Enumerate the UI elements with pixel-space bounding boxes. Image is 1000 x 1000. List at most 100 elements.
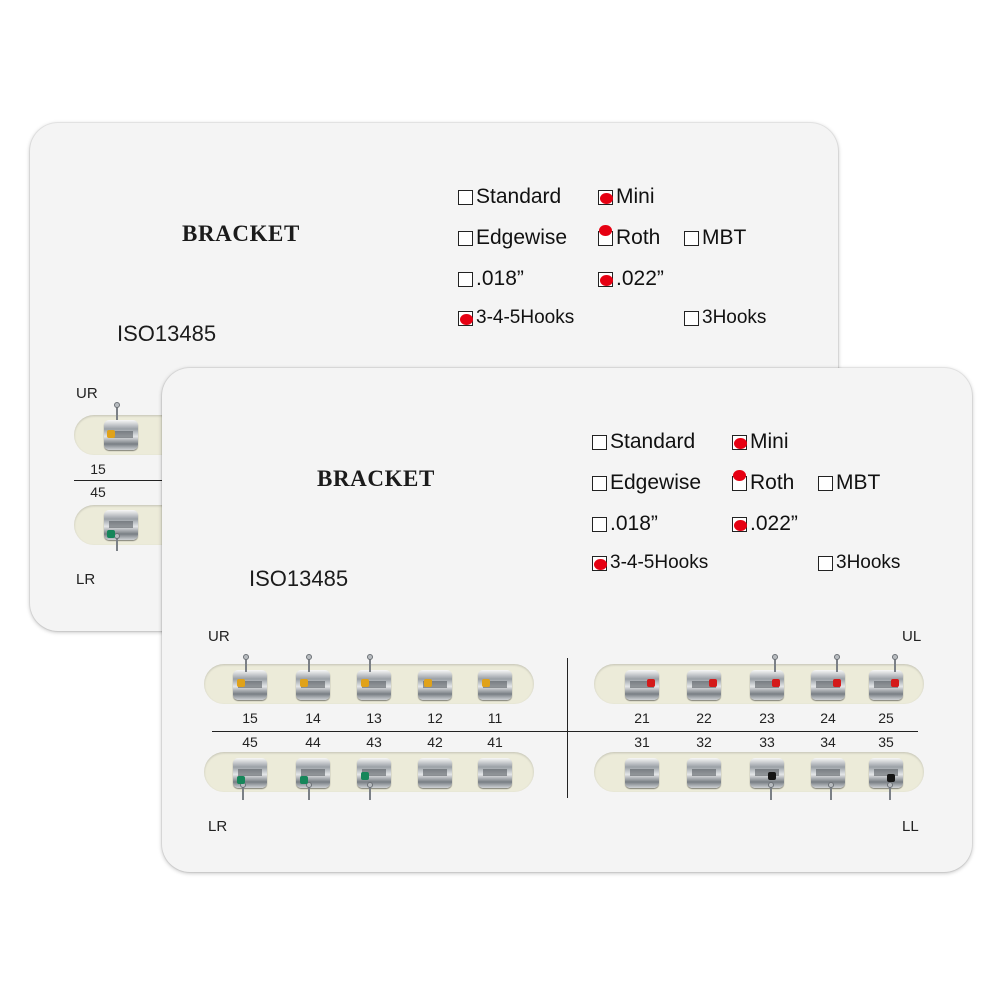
option-345-hooks: 3-4-5Hooks	[458, 307, 574, 329]
tooth-number: 11	[487, 710, 503, 726]
option-022: .022”	[598, 267, 664, 291]
hook-icon	[367, 654, 373, 672]
option-mini: Mini	[732, 430, 789, 454]
color-marker-icon	[709, 679, 717, 687]
options-checklist: Standard Mini Edgewise Roth MBT .018” .0…	[592, 430, 972, 600]
tooth-number: 41	[487, 734, 503, 750]
color-marker-icon	[300, 776, 308, 784]
bracket-icon	[478, 758, 512, 788]
tooth-number: 23	[759, 710, 775, 726]
tooth-number: 12	[427, 710, 443, 726]
option-mbt: MBT	[684, 226, 746, 250]
checked-box-icon	[732, 516, 747, 532]
hook-icon	[243, 654, 249, 672]
option-018: .018”	[592, 512, 658, 536]
option-3-hooks: 3Hooks	[818, 552, 900, 574]
option-label: .018”	[476, 267, 524, 290]
checkbox-icon	[818, 475, 833, 491]
quadrant-label-upper-right: UR	[76, 385, 98, 402]
bracket-icon	[625, 670, 659, 700]
checkbox-icon	[592, 516, 607, 532]
tooth-number: 35	[878, 734, 894, 750]
color-marker-icon	[107, 530, 115, 538]
bracket-icon	[478, 670, 512, 700]
tooth-number: 14	[305, 710, 321, 726]
hook-icon	[887, 782, 893, 800]
bracket-icon	[625, 758, 659, 788]
bracket-icon	[418, 758, 452, 788]
bracket-icon	[418, 670, 452, 700]
quadrant-label-lower-right: LR	[208, 818, 228, 835]
option-label: Standard	[476, 185, 562, 208]
option-label: .022”	[750, 512, 798, 535]
color-marker-icon	[647, 679, 655, 687]
checkbox-icon	[684, 310, 699, 326]
color-marker-icon	[887, 774, 895, 782]
tooth-number: 15	[90, 461, 106, 477]
horizontal-divider-line	[212, 731, 918, 732]
option-label: .022”	[616, 267, 664, 290]
option-mbt: MBT	[818, 471, 880, 495]
option-label: 3-4-5Hooks	[476, 307, 575, 328]
checkbox-icon	[458, 230, 473, 246]
quadrant-label-upper-right: UR	[208, 628, 230, 645]
option-label: MBT	[702, 226, 747, 249]
tooth-number: 33	[759, 734, 775, 750]
checkbox-icon	[592, 434, 607, 450]
option-018: .018”	[458, 267, 524, 291]
option-label: Mini	[616, 185, 655, 208]
bracket-icon	[750, 758, 784, 788]
checked-box-icon	[598, 189, 613, 205]
option-label: 3Hooks	[702, 307, 767, 328]
checkbox-icon	[592, 475, 607, 491]
vertical-divider-line	[567, 658, 568, 798]
certification-label: ISO13485	[249, 566, 349, 591]
checked-box-icon	[598, 271, 613, 287]
option-standard: Standard	[592, 430, 695, 454]
checkbox-icon	[458, 189, 473, 205]
tooth-number: 21	[634, 710, 650, 726]
option-edgewise: Edgewise	[592, 471, 701, 495]
hook-icon	[828, 782, 834, 800]
hook-icon	[367, 782, 373, 800]
hook-icon	[114, 402, 120, 420]
tooth-number: 24	[820, 710, 836, 726]
tooth-number: 13	[366, 710, 382, 726]
checkbox-icon	[818, 555, 833, 571]
bracket-icon	[869, 758, 903, 788]
option-label: Standard	[610, 430, 696, 453]
certification-label: ISO13485	[117, 321, 217, 346]
quadrant-label-lower-left: LL	[902, 818, 919, 835]
brand-title: BRACKET	[182, 221, 300, 246]
color-marker-icon	[424, 679, 432, 687]
tooth-number: 34	[820, 734, 836, 750]
color-marker-icon	[361, 772, 369, 780]
checked-box-icon	[732, 469, 747, 491]
bracket-icon	[811, 670, 845, 700]
bracket-card-front: BRACKET ISO13485 Standard Mini Edgewise …	[162, 368, 972, 872]
tooth-number: 22	[696, 710, 712, 726]
color-marker-icon	[772, 679, 780, 687]
option-mini: Mini	[598, 185, 655, 209]
color-marker-icon	[833, 679, 841, 687]
option-022: .022”	[732, 512, 798, 536]
color-marker-icon	[361, 679, 369, 687]
tooth-number: 15	[242, 710, 258, 726]
color-marker-icon	[482, 679, 490, 687]
bracket-icon	[687, 758, 721, 788]
option-edgewise: Edgewise	[458, 226, 567, 250]
options-checklist: Standard Mini Edgewise Roth MBT .018” .0…	[458, 185, 838, 355]
hook-icon	[114, 533, 120, 551]
hook-icon	[768, 782, 774, 800]
color-marker-icon	[768, 772, 776, 780]
option-label: Edgewise	[610, 471, 702, 494]
option-label: .018”	[610, 512, 658, 535]
color-marker-icon	[237, 776, 245, 784]
bracket-icon	[296, 670, 330, 700]
option-label: Roth	[750, 471, 795, 494]
checked-box-icon	[732, 434, 747, 450]
color-marker-icon	[237, 679, 245, 687]
option-roth: Roth	[598, 224, 660, 250]
hook-icon	[892, 654, 898, 672]
hook-icon	[834, 654, 840, 672]
